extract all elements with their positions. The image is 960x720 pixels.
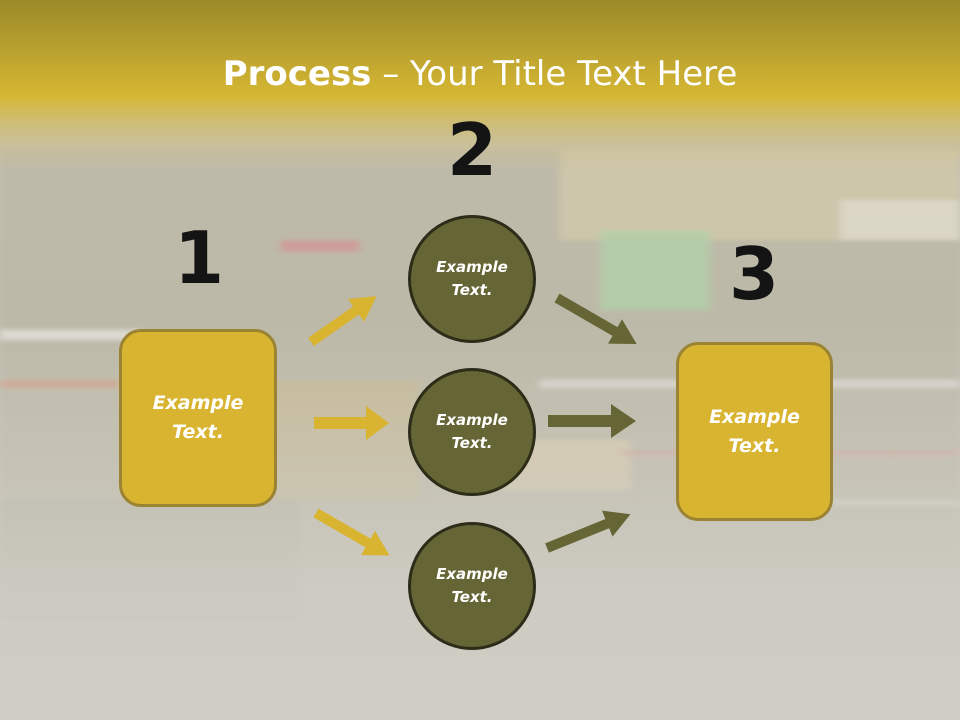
step-number-1: 1 (173, 216, 225, 300)
step-3-label: Example Text. (709, 405, 800, 457)
arrow-from-bottom-circle (545, 510, 631, 553)
title-bold: Process (222, 54, 372, 94)
step-1-box: Example Text. (119, 329, 277, 507)
step-2-circle-middle: Example Text. (408, 368, 536, 496)
slide-title: Process – Your Title Text Here (0, 52, 960, 96)
arrow-to-middle-circle (314, 406, 389, 440)
title-rest: – Your Title Text Here (371, 54, 738, 94)
circle-top-label: Example Text. (436, 258, 508, 299)
circle-bottom-label: Example Text. (436, 565, 508, 606)
step-number-3: 3 (728, 232, 780, 316)
arrow-to-top-circle (308, 296, 377, 347)
step-1-label: Example Text. (152, 392, 244, 443)
arrow-from-top-circle (554, 293, 637, 344)
arrow-to-bottom-circle (313, 508, 390, 556)
arrow-from-middle-circle (548, 404, 636, 438)
step-number-2: 2 (446, 108, 498, 192)
step-3-box: Example Text. (676, 342, 833, 521)
step-2-circle-bottom: Example Text. (408, 522, 536, 650)
circle-middle-label: Example Text. (436, 411, 508, 452)
step-2-circle-top: Example Text. (408, 215, 536, 343)
